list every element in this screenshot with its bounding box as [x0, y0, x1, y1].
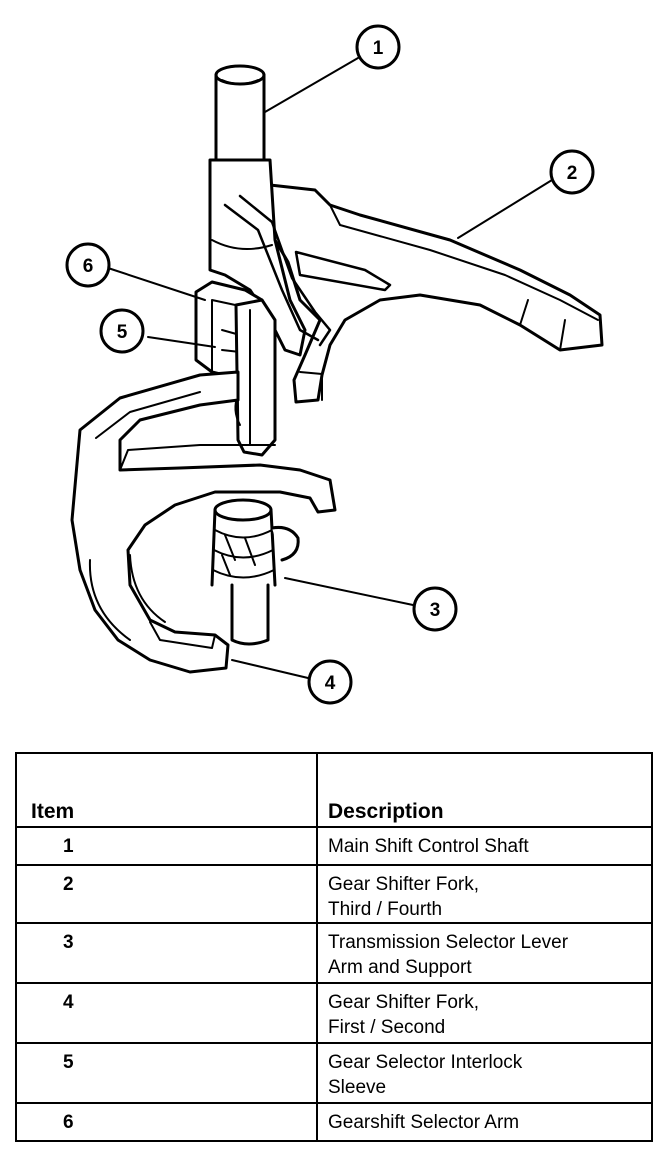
- table-row: 3 Transmission Selector Lever Arm and Su…: [15, 922, 653, 984]
- table-header-row: Item Description: [15, 752, 653, 828]
- gear-shifter-fork-first-second: [70, 370, 337, 674]
- main-shift-control-shaft: [214, 64, 266, 167]
- callout-3: 3: [412, 586, 458, 632]
- svg-text:5: 5: [117, 322, 128, 343]
- leader-lines: [107, 57, 553, 679]
- item-description: Gear Selector Interlock Sleeve: [316, 1042, 653, 1104]
- callout-6: 6: [65, 242, 111, 288]
- item-number: 4: [15, 982, 318, 1044]
- description-column-header: Description: [316, 752, 653, 828]
- gearshift-selector-arm: [234, 298, 277, 457]
- item-description: Gearshift Selector Arm: [316, 1102, 653, 1142]
- table-row: 1 Main Shift Control Shaft: [15, 826, 653, 866]
- item-number: 5: [15, 1042, 318, 1104]
- item-column-header: Item: [15, 752, 318, 828]
- transmission-selector-lever-arm: [210, 498, 300, 646]
- item-description: Transmission Selector Lever Arm and Supp…: [316, 922, 653, 984]
- selector-block: [208, 158, 332, 357]
- callout-4: 4: [307, 659, 353, 705]
- svg-text:4: 4: [325, 673, 336, 694]
- svg-text:1: 1: [373, 38, 384, 59]
- item-number: 1: [15, 826, 318, 866]
- svg-text:6: 6: [83, 256, 94, 277]
- item-number: 6: [15, 1102, 318, 1142]
- shift-mechanism-diagram: 1 2 3 4 5 6: [65, 24, 604, 705]
- item-description: Gear Shifter Fork, First / Second: [316, 982, 653, 1044]
- item-number: 3: [15, 922, 318, 984]
- table-row: 2 Gear Shifter Fork, Third / Fourth: [15, 864, 653, 924]
- item-description: Gear Shifter Fork, Third / Fourth: [316, 864, 653, 924]
- table-row: 6 Gearshift Selector Arm: [15, 1102, 653, 1142]
- item-description: Main Shift Control Shaft: [316, 826, 653, 866]
- callout-5: 5: [99, 308, 145, 354]
- gear-shifter-fork-third-fourth: [268, 183, 604, 404]
- callout-1: 1: [355, 24, 401, 70]
- svg-text:2: 2: [567, 163, 578, 184]
- table-row: 5 Gear Selector Interlock Sleeve: [15, 1042, 653, 1104]
- parts-legend-table: Item Description 1 Main Shift Control Sh…: [15, 752, 653, 1142]
- table-row: 4 Gear Shifter Fork, First / Second: [15, 982, 653, 1044]
- svg-text:3: 3: [430, 600, 441, 621]
- callout-2: 2: [549, 149, 595, 195]
- item-number: 2: [15, 864, 318, 924]
